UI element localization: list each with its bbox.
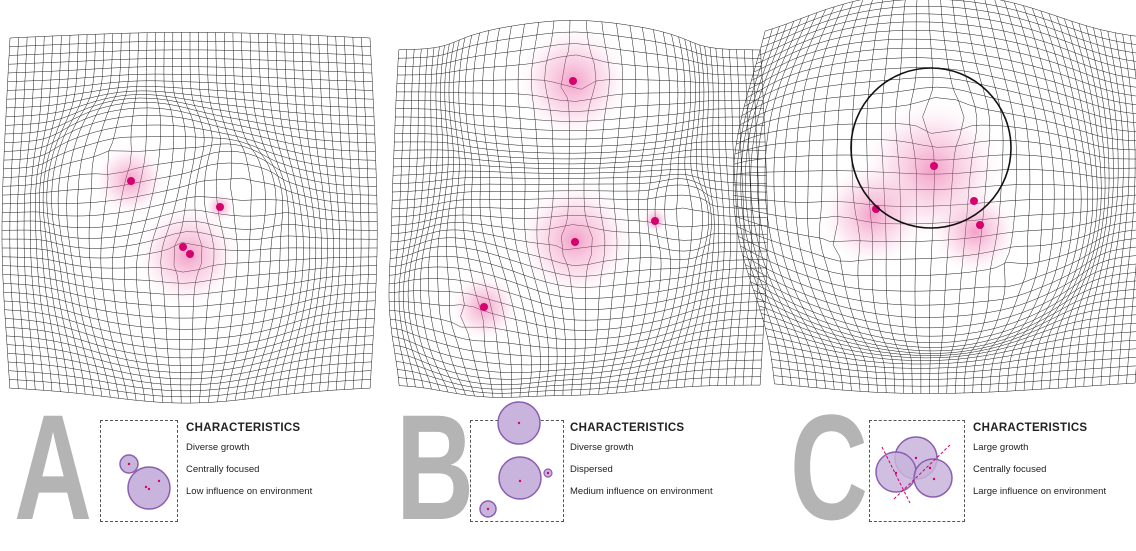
inset-point	[519, 480, 521, 482]
panel-a-item-1: Diverse growth	[186, 442, 249, 453]
grid-line	[767, 332, 1136, 361]
grid-line	[668, 41, 703, 388]
grid-line	[420, 47, 448, 392]
grid-line	[459, 38, 493, 398]
panel-a-letter: A	[14, 392, 92, 542]
diagram-stage: A CHARACTERISTICS Diverse growth Central…	[0, 0, 1136, 525]
influence-halo	[817, 160, 927, 270]
inset-point	[915, 457, 917, 459]
panel-a-inset-svg	[101, 421, 179, 523]
panel-b-heading: CHARACTERISTICS	[570, 422, 684, 434]
inset-point	[145, 486, 147, 488]
panel-a-heading: CHARACTERISTICS	[186, 422, 300, 434]
grid-line	[393, 163, 766, 168]
panel-c-item-2: Centrally focused	[973, 464, 1046, 475]
inset-point	[547, 472, 549, 474]
grid-line	[454, 40, 484, 397]
grid-line	[1041, 16, 1093, 389]
grid-line	[396, 360, 761, 385]
grid-line	[754, 280, 1136, 342]
grid-line	[751, 272, 1136, 336]
grid-line	[393, 169, 766, 175]
grid-line	[276, 34, 304, 395]
grid-line	[1033, 14, 1088, 390]
grid-line	[765, 0, 1136, 36]
growth-point	[127, 177, 135, 185]
inset-zone-circle	[914, 459, 952, 497]
growth-point	[571, 238, 579, 246]
grid-line	[7, 81, 373, 91]
growth-point	[976, 221, 984, 229]
grid-line	[733, 31, 774, 384]
panel-c-inset	[869, 420, 965, 522]
grid-line	[6, 91, 373, 108]
inset-point	[933, 478, 935, 480]
panel-b-item-2: Dispersed	[570, 464, 613, 475]
inset-point	[128, 463, 130, 465]
grid-line	[390, 310, 765, 340]
panel-c-heading: CHARACTERISTICS	[973, 422, 1087, 434]
grid-line	[8, 74, 373, 82]
panel-b-inset	[470, 420, 564, 522]
grid-line	[390, 318, 764, 348]
inset-point	[929, 467, 931, 469]
grid-line	[1075, 26, 1109, 387]
growth-point	[970, 197, 978, 205]
grid-line	[437, 44, 465, 395]
grid-line	[763, 0, 1136, 45]
panel-c-inset-svg	[870, 421, 966, 523]
inset-point	[518, 422, 520, 424]
growth-point	[186, 250, 194, 258]
grid-line	[4, 136, 377, 169]
grid-line	[5, 310, 375, 340]
inset-point	[148, 488, 150, 490]
inset-point	[158, 480, 160, 482]
grid-line	[394, 142, 765, 154]
grid-line	[761, 306, 1136, 354]
growth-point	[216, 203, 224, 211]
grid-line	[770, 349, 1136, 369]
inset-zone-circle	[499, 457, 541, 499]
panel-b-letter: B	[396, 392, 474, 542]
grid-line	[5, 318, 374, 349]
inset-point	[487, 508, 489, 510]
panel-a-item-2: Centrally focused	[186, 464, 259, 475]
panel-c-letter: C	[790, 392, 868, 542]
panel-c-item-3: Large influence on environment	[973, 486, 1106, 497]
grid-line	[465, 35, 502, 397]
growth-point	[651, 217, 659, 225]
panel-b-inset-svg	[471, 421, 565, 523]
grid-line	[998, 3, 1054, 391]
grid-line	[759, 14, 1136, 62]
grid-line	[4, 116, 375, 152]
growth-point	[480, 303, 488, 311]
grid-line	[5, 102, 375, 134]
grid-line	[1127, 35, 1136, 383]
grid-line	[58, 34, 96, 395]
growth-point	[930, 162, 938, 170]
panel-a-inset	[100, 420, 178, 522]
panel-b-item-1: Diverse growth	[570, 442, 633, 453]
grid-line	[267, 34, 296, 397]
growth-point	[569, 77, 577, 85]
grid-line	[745, 24, 800, 386]
inset-point	[895, 472, 897, 474]
panel-b-item-3: Medium influence on environment	[570, 486, 713, 497]
panel-c-item-1: Large growth	[973, 442, 1028, 453]
grid-line	[394, 157, 766, 164]
grid-line	[772, 357, 1136, 373]
grid-line	[754, 30, 1136, 79]
growth-point	[179, 243, 187, 251]
grid-line	[394, 343, 763, 372]
grid-line	[7, 345, 373, 373]
panel-a-item-3: Low influence on environment	[186, 486, 312, 497]
